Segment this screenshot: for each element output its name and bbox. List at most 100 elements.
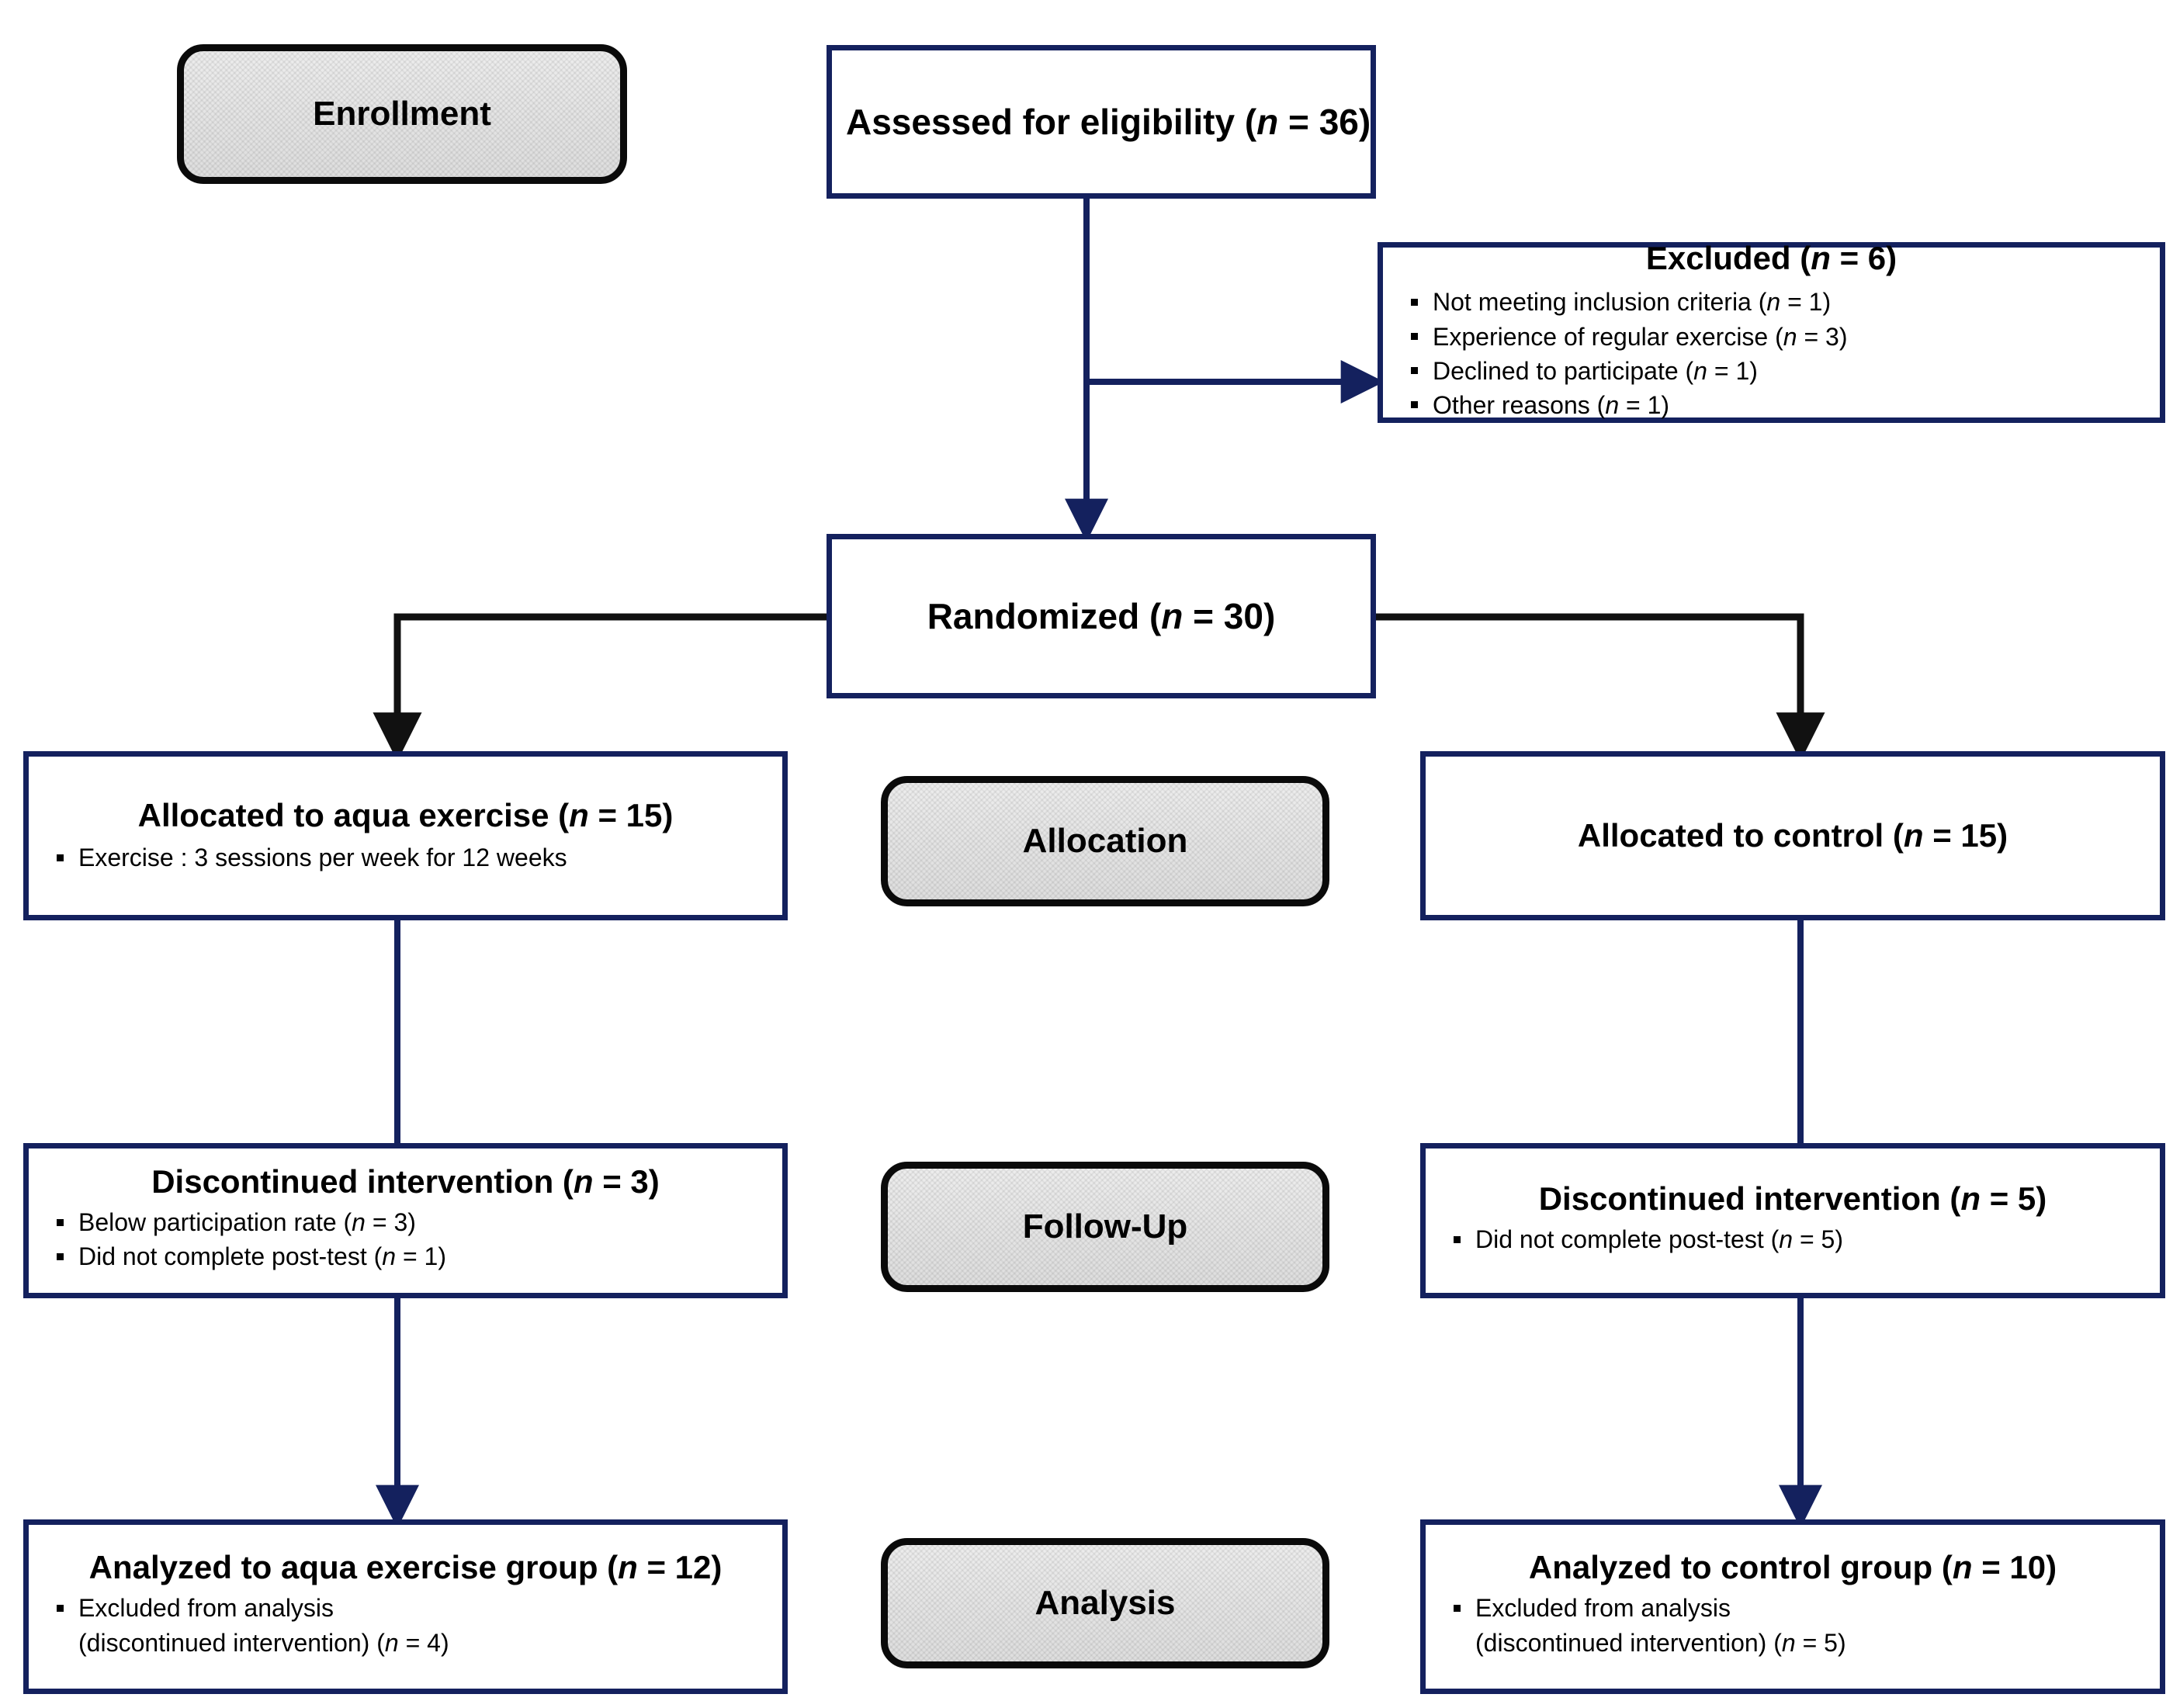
stage-label-analysis: Analysis [881,1538,1329,1668]
stage-label-analysis-text: Analysis [1035,1584,1176,1622]
excluded-reason-tail: = 3) [1797,322,1848,351]
list-item: Excluded from analysis (discontinued int… [43,1591,768,1659]
allocation-left-bullets: Exercise : 3 sessions per week for 12 we… [43,840,768,875]
box-analyzed-control: Analyzed to control group (n = 10) Exclu… [1420,1519,2165,1694]
list-item: Exercise : 3 sessions per week for 12 we… [43,840,768,875]
analysis-right-heading-n: n [1952,1549,1973,1586]
analysis-left-heading: Analyzed to aqua exercise group (n = 12) [43,1549,768,1586]
box-excluded: Excluded (n = 6) Not meeting inclusion c… [1378,240,2165,423]
allocation-left-heading-n: n [569,796,589,833]
followup-left-heading-text: Discontinued intervention ( [151,1162,574,1200]
list-item: Not meeting inclusion criteria (n = 1) [1397,285,2146,319]
followup-left-bullet-n: n [352,1207,366,1236]
box-allocated-aqua-exercise: Allocated to aqua exercise (n = 15) Exer… [23,751,788,920]
assessed-heading: Assessed for eligibility (n = 36) [846,101,1371,143]
excluded-reason-text: Other reasons ( [1433,390,1606,419]
list-item: Excluded from analysis (discontinued int… [1440,1591,2146,1659]
list-item: Did not complete post-test (n = 1) [43,1239,768,1273]
allocation-left-heading-text: Allocated to aqua exercise ( [137,796,570,833]
stage-label-enrollment: Enrollment [177,44,627,184]
excluded-heading-tail: = 6) [1830,240,1897,277]
analysis-left-bullet-line1: Excluded from analysis [78,1594,334,1623]
box-discontinued-right: Discontinued intervention (n = 5) Did no… [1420,1143,2165,1298]
box-allocated-control: Allocated to control (n = 15) [1420,751,2165,920]
analysis-right-bullet-line1: Excluded from analysis [1475,1594,1731,1623]
excluded-heading-text: Excluded [1645,240,1791,277]
excluded-heading-paren: ( [1800,240,1811,277]
list-item: Other reasons (n = 1) [1397,388,2146,422]
followup-right-heading-text: Discontinued intervention ( [1538,1180,1961,1217]
connector-randomized-to-left [373,613,827,762]
followup-right-bullet-n: n [1779,1225,1794,1254]
analysis-left-heading-text: Analyzed to aqua exercise group ( [88,1549,619,1586]
analysis-right-heading: Analyzed to control group (n = 10) [1440,1549,2146,1586]
box-randomized: Randomized (n = 30) [827,534,1376,698]
connector-randomized-to-right [1375,613,1825,762]
excluded-reason-tail: = 1) [1707,356,1758,385]
allocation-right-heading-n: n [1903,816,1924,854]
allocation-left-heading: Allocated to aqua exercise (n = 15) [43,797,768,834]
analysis-right-bullet-line2: (discontinued intervention) (n = 5) [1475,1626,2146,1660]
assessed-heading-tail: = 36) [1278,101,1371,142]
analysis-right-bullet-line2-n: n [1781,1628,1796,1657]
list-item: Declined to participate (n = 1) [1397,354,2146,388]
assessed-heading-text: Assessed for eligibility ( [846,101,1257,142]
list-item: Below participation rate (n = 3) [43,1205,768,1239]
allocation-right-heading: Allocated to control (n = 15) [1440,817,2146,854]
excluded-reason-n: n [1605,390,1620,419]
followup-left-heading-n: n [573,1162,594,1200]
stage-label-enrollment-text: Enrollment [313,95,491,133]
analysis-left-bullets: Excluded from analysis (discontinued int… [43,1591,768,1659]
box-analyzed-aqua-exercise: Analyzed to aqua exercise group (n = 12)… [23,1519,788,1694]
excluded-reason-text: Declined to participate ( [1433,356,1694,385]
followup-left-bullet-text: Did not complete post-test ( [78,1242,383,1271]
randomized-heading-tail: = 30) [1183,595,1276,636]
randomized-heading-text: Randomized ( [927,595,1162,636]
analysis-left-bullet-line2: (discontinued intervention) (n = 4) [78,1626,768,1660]
randomized-heading-n: n [1161,595,1184,636]
analysis-right-bullet-line2-tail: = 5) [1795,1628,1846,1657]
allocation-right-heading-text: Allocated to control ( [1577,816,1904,854]
stage-label-followup-text: Follow-Up [1022,1207,1188,1245]
followup-left-bullet-text: Below participation rate ( [78,1207,352,1236]
excluded-reason-n: n [1693,356,1707,385]
excluded-reason-list: Not meeting inclusion criteria (n = 1) E… [1397,285,2146,422]
list-item: Experience of regular exercise (n = 3) [1397,320,2146,354]
analysis-right-heading-text: Analyzed to control group ( [1528,1549,1953,1586]
randomized-heading: Randomized (n = 30) [846,596,1357,637]
followup-right-bullets: Did not complete post-test (n = 5) [1440,1222,2146,1256]
analysis-left-bullet-line2-tail: = 4) [398,1628,449,1657]
followup-left-bullet-n: n [382,1242,397,1271]
excluded-heading-n: n [1811,240,1831,277]
stage-label-allocation-text: Allocation [1022,822,1188,860]
followup-right-heading: Discontinued intervention (n = 5) [1440,1180,2146,1218]
excluded-heading: Excluded (n = 6) [1397,240,2146,277]
excluded-reason-text: Not meeting inclusion criteria ( [1433,288,1767,317]
allocation-left-heading-tail: = 15) [588,796,674,833]
excluded-reason-n: n [1783,322,1797,351]
analysis-left-bullet-line2-n: n [384,1628,399,1657]
followup-right-heading-n: n [1960,1180,1981,1217]
followup-right-bullet-text: Did not complete post-test ( [1475,1225,1780,1254]
followup-right-bullet-tail: = 5) [1793,1225,1843,1254]
allocation-right-heading-tail: = 15) [1923,816,2008,854]
stage-label-allocation: Allocation [881,776,1329,906]
followup-left-bullet-tail: = 1) [396,1242,446,1271]
excluded-reason-n: n [1766,288,1781,317]
followup-right-heading-tail: = 5) [1981,1180,2047,1217]
box-discontinued-left: Discontinued intervention (n = 3) Below … [23,1143,788,1298]
followup-left-heading: Discontinued intervention (n = 3) [43,1163,768,1200]
list-item: Did not complete post-test (n = 5) [1440,1222,2146,1256]
followup-left-heading-tail: = 3) [593,1162,660,1200]
analysis-right-bullets: Excluded from analysis (discontinued int… [1440,1591,2146,1659]
excluded-reason-tail: = 1) [1780,288,1832,317]
excluded-reason-text: Experience of regular exercise ( [1433,322,1783,351]
analysis-right-heading-tail: = 10) [1972,1549,2057,1586]
analysis-left-heading-n: n [618,1549,638,1586]
analysis-left-heading-tail: = 12) [637,1549,723,1586]
analysis-left-bullet-line2-text: (discontinued intervention) ( [78,1628,385,1657]
followup-left-bullet-tail: = 3) [365,1207,416,1236]
analysis-right-bullet-line2-text: (discontinued intervention) ( [1475,1628,1782,1657]
